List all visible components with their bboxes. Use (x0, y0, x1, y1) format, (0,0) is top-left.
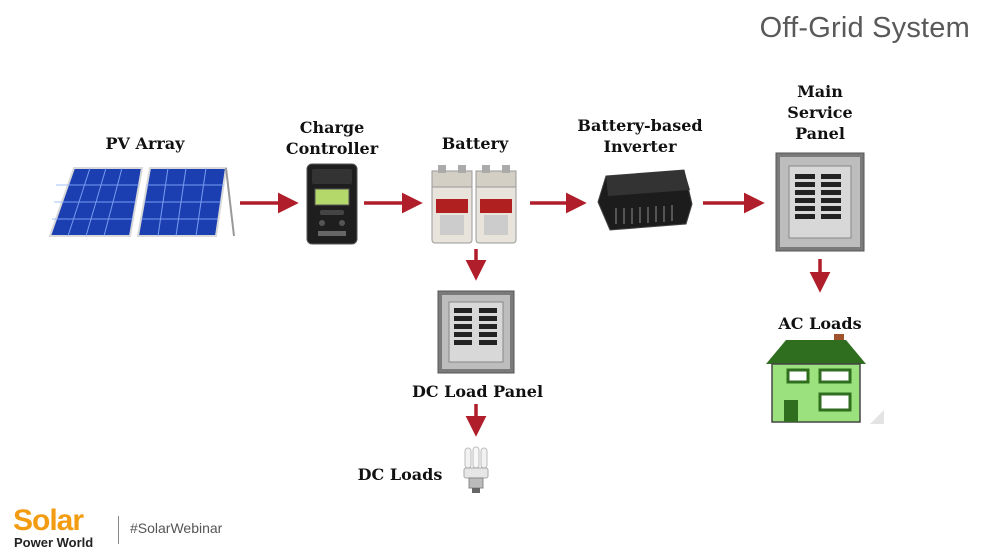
pv-array-icon (48, 167, 235, 237)
cfl-bulb-icon (463, 446, 489, 493)
brand-logo-solar: Solar (13, 504, 84, 537)
brand-logo-power-world: Power World (14, 535, 94, 550)
dc-load-panel-icon (437, 290, 515, 374)
battery-label: Battery (441, 134, 509, 153)
main-service-panel-icon (775, 152, 865, 252)
dc-loads-label: DC Loads (357, 465, 443, 484)
charge-controller-icon (306, 163, 358, 245)
inverter-icon (597, 169, 693, 231)
house-icon (766, 334, 884, 424)
ac-loads-label: AC Loads (778, 314, 862, 333)
battery-icon (431, 165, 517, 244)
page-title: Off-Grid System (759, 12, 970, 44)
hashtag-text: #SolarWebinar (130, 520, 223, 536)
dc-load-panel-label: DC Load Panel (411, 382, 544, 401)
brand-divider (118, 516, 119, 544)
pv-array-label: PV Array (105, 134, 185, 153)
